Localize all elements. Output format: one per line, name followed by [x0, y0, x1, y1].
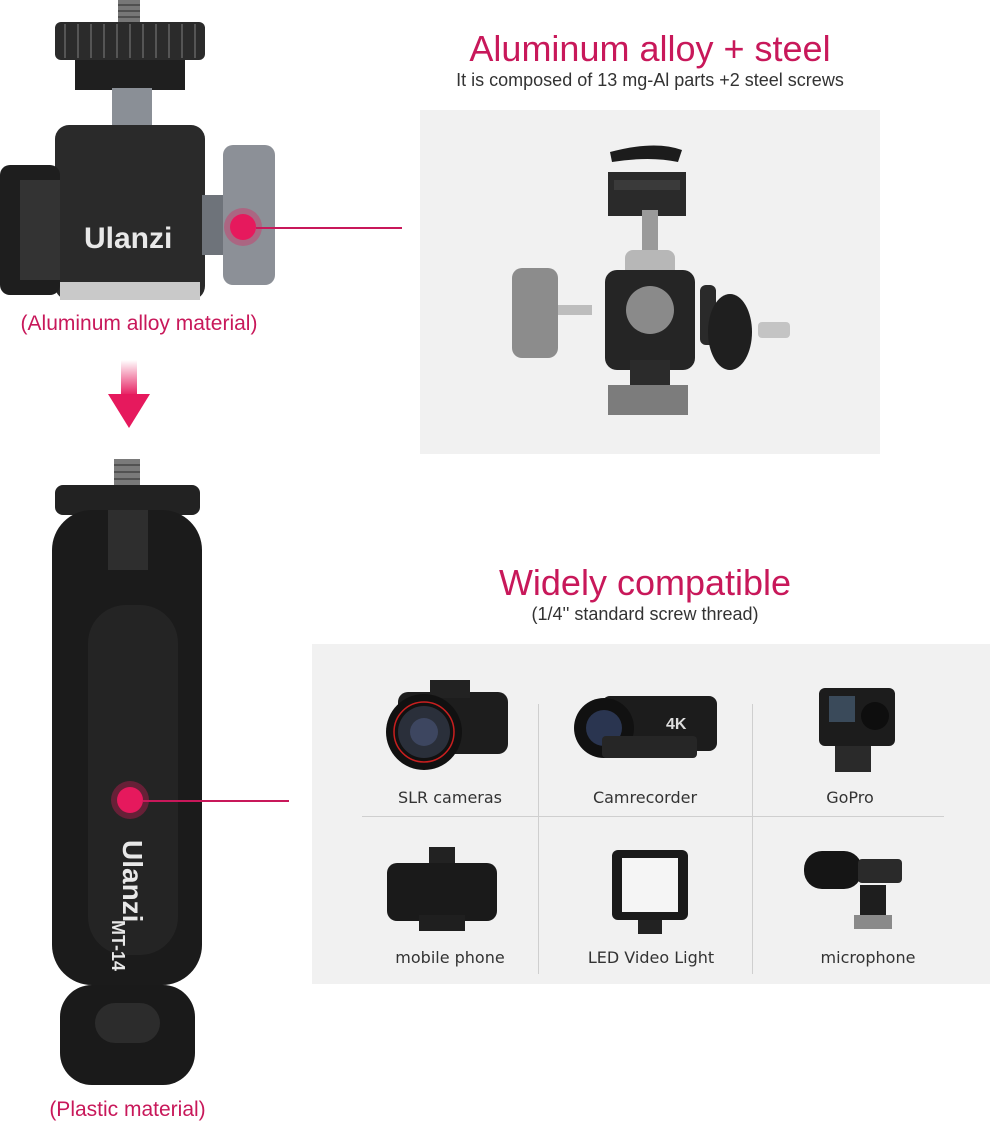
- camcorder-4k-badge: 4K: [666, 716, 687, 733]
- device-label-camcorder: Camrecorder: [592, 788, 698, 807]
- device-label-microphone: microphone: [820, 948, 916, 967]
- mobile-phone-icon: [387, 847, 497, 931]
- camcorder-icon: [574, 696, 717, 758]
- aluminum-heading: Aluminum alloy + steel: [469, 28, 831, 69]
- ball-head-brand: Ulanzi: [84, 222, 173, 255]
- grid-divider: [362, 816, 944, 817]
- device-label-phone: mobile phone: [395, 948, 505, 967]
- ball-head-marker: [230, 214, 256, 240]
- exploded-parts-image: [512, 145, 790, 415]
- device-label-slr: SLR cameras: [397, 788, 503, 807]
- grid-divider: [538, 704, 539, 974]
- ball-head-image: [0, 0, 275, 300]
- ball-head-pointer-line: [256, 227, 402, 229]
- led-light-icon: [612, 850, 688, 934]
- slr-camera-icon: [386, 680, 508, 770]
- tripod-brand: Ulanzi: [117, 840, 148, 923]
- device-label-led: LED Video Light: [587, 948, 715, 967]
- compat-subtitle: (1/4'' standard screw thread): [531, 604, 759, 624]
- microphone-icon: [804, 851, 902, 929]
- compat-heading: Widely compatible: [498, 562, 792, 603]
- arrow-down-icon: [108, 360, 150, 428]
- plastic-material-label: (Plastic material): [49, 1098, 206, 1121]
- tripod-pointer-line: [143, 800, 289, 802]
- aluminum-subtitle: It is composed of 13 mg-Al parts +2 stee…: [456, 70, 844, 90]
- device-label-gopro: GoPro: [826, 788, 874, 807]
- tripod-model: MT-14: [108, 920, 128, 972]
- gopro-icon: [819, 688, 895, 772]
- tripod-marker: [117, 787, 143, 813]
- grid-divider: [752, 704, 753, 974]
- tripod-image: [52, 459, 202, 1085]
- aluminum-material-label: (Aluminum alloy material): [20, 312, 258, 335]
